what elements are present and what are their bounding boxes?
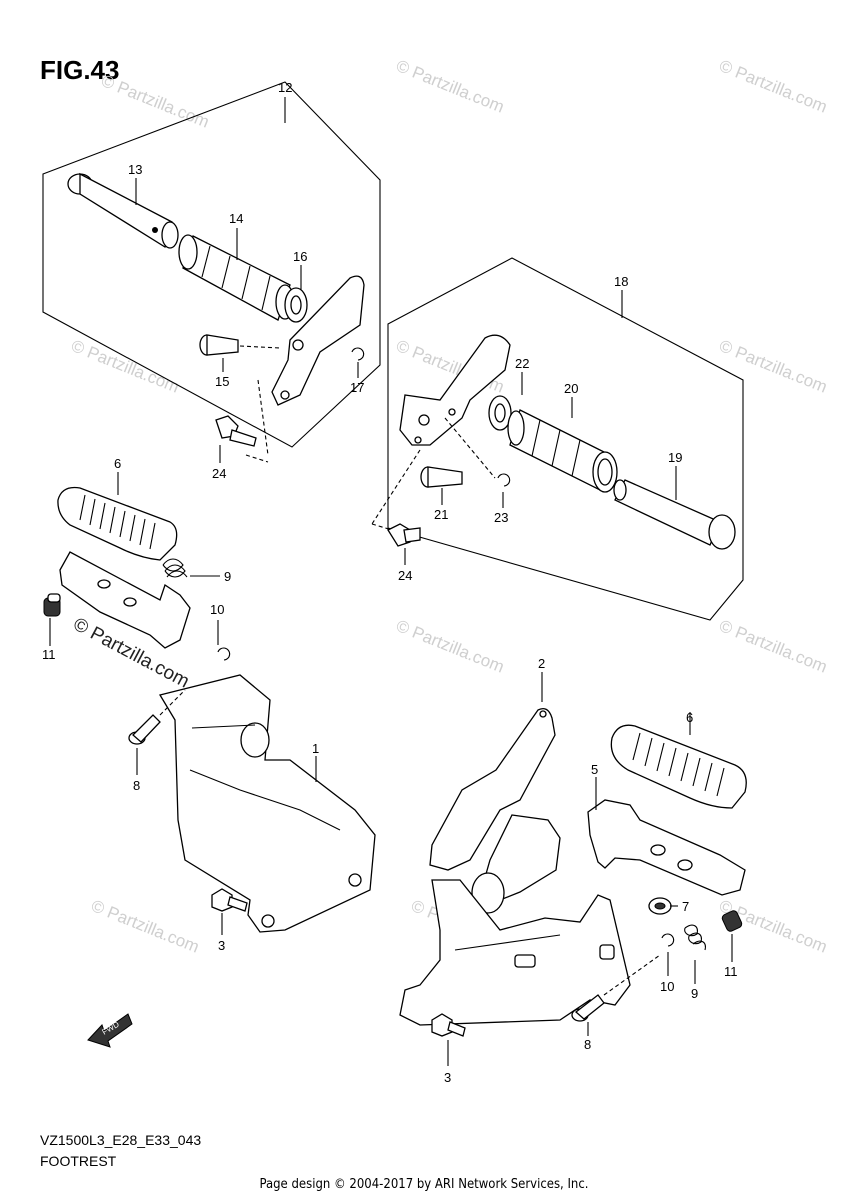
callout-15: 15 bbox=[215, 374, 229, 389]
watermark: © Partzilla.com bbox=[99, 71, 212, 132]
callout-11-left: 11 bbox=[42, 647, 56, 662]
fwd-arrow-icon: FWD bbox=[87, 1013, 133, 1048]
callout-10-right: 10 bbox=[660, 979, 674, 994]
watermark: © Partzilla.com bbox=[89, 896, 202, 957]
diagram-code: VZ1500L3_E28_E33_043 bbox=[40, 1132, 202, 1148]
callout-8-right: 8 bbox=[584, 1037, 591, 1052]
pin-part bbox=[67, 172, 179, 249]
watermark: © Partzilla.com bbox=[394, 56, 507, 117]
callout-14: 14 bbox=[229, 211, 243, 226]
callout-9-right: 9 bbox=[691, 986, 698, 1001]
callout-7: 7 bbox=[682, 899, 689, 914]
callout-13: 13 bbox=[128, 162, 142, 177]
cap-part bbox=[721, 910, 743, 932]
callout-5: 5 bbox=[591, 762, 598, 777]
bolt-part bbox=[387, 523, 421, 547]
callout-11-right: 11 bbox=[724, 964, 738, 979]
rubber-part bbox=[178, 234, 295, 321]
callout-23: 23 bbox=[494, 510, 508, 525]
clip-part bbox=[497, 473, 511, 487]
diagram-caption: FOOTREST bbox=[40, 1153, 117, 1169]
watermark: © Partzilla.com bbox=[717, 616, 830, 677]
bracket-part bbox=[271, 275, 365, 406]
cap-part bbox=[648, 897, 672, 915]
callout-24-upper: 24 bbox=[212, 466, 226, 481]
clevis-pin-part bbox=[128, 714, 161, 745]
footrest-bracket-part bbox=[587, 799, 746, 896]
callout-1: 1 bbox=[312, 741, 319, 756]
spring-part bbox=[684, 924, 706, 951]
callout-17: 17 bbox=[350, 380, 364, 395]
bolt-part bbox=[215, 415, 257, 447]
bracket-arm-part bbox=[429, 707, 561, 914]
bolt-part bbox=[431, 1013, 466, 1037]
callout-labels: 12 13 14 16 15 17 24 18 22 20 19 21 23 2… bbox=[42, 80, 738, 1085]
footrest-pad-part bbox=[57, 486, 178, 561]
page-footer: Page design © 2004-2017 by ARI Network S… bbox=[259, 1177, 589, 1192]
callout-16: 16 bbox=[293, 249, 307, 264]
callout-10-left: 10 bbox=[210, 602, 224, 617]
clevis-pin-part bbox=[420, 466, 463, 488]
clevis-pin-part bbox=[571, 994, 605, 1022]
callout-18: 18 bbox=[614, 274, 628, 289]
watermark: © Partzilla.com bbox=[717, 336, 830, 397]
spring-part bbox=[162, 558, 188, 578]
callout-20: 20 bbox=[564, 381, 578, 396]
clip-part bbox=[217, 647, 231, 661]
cap-part bbox=[43, 593, 61, 617]
clip-part bbox=[661, 933, 675, 947]
watermark: © Partzilla.com bbox=[69, 336, 182, 397]
callout-8-left: 8 bbox=[133, 778, 140, 793]
assembly-box-12 bbox=[42, 81, 381, 456]
callout-3-right: 3 bbox=[444, 1070, 451, 1085]
figure-title: FIG.43 bbox=[40, 55, 120, 85]
callout-6-right: 6 bbox=[686, 710, 693, 725]
pin-part bbox=[613, 479, 736, 550]
watermark: © Partzilla.com bbox=[394, 616, 507, 677]
clip-part bbox=[351, 347, 365, 361]
watermark: © Partzilla.com bbox=[717, 56, 830, 117]
clevis-pin-part bbox=[199, 334, 239, 356]
bolt-part bbox=[211, 888, 248, 912]
callout-24-right: 24 bbox=[398, 568, 412, 583]
callout-21: 21 bbox=[434, 507, 448, 522]
bracket-part bbox=[399, 334, 511, 446]
assembly-box-18 bbox=[371, 257, 744, 621]
callout-3-left: 3 bbox=[218, 938, 225, 953]
rubber-part bbox=[507, 409, 618, 493]
callout-9-left: 9 bbox=[224, 569, 231, 584]
footrest-pad-part bbox=[610, 724, 747, 809]
footrest-bracket-part bbox=[59, 551, 191, 649]
callout-22: 22 bbox=[515, 356, 529, 371]
main-bracket-part bbox=[158, 674, 376, 933]
callout-6-left: 6 bbox=[114, 456, 121, 471]
callout-2: 2 bbox=[538, 656, 545, 671]
callout-12: 12 bbox=[278, 80, 292, 95]
callout-19: 19 bbox=[668, 450, 682, 465]
